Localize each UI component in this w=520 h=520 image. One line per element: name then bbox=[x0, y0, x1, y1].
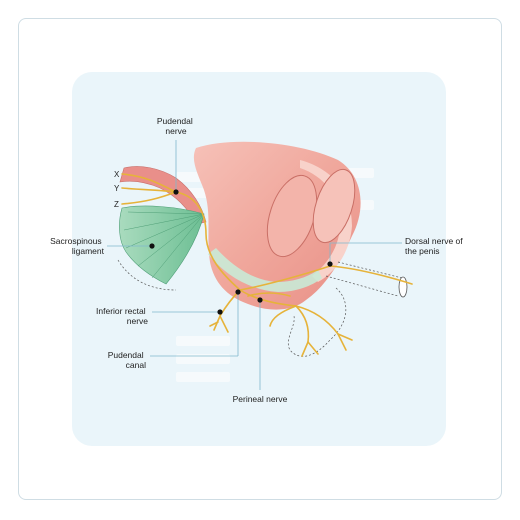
penis-shaft-outline bbox=[325, 261, 403, 297]
label-perineal-nerve: Perineal nerve bbox=[233, 394, 288, 404]
label-branch-z: Z bbox=[114, 200, 119, 209]
pudendal-nerve-trunk bbox=[175, 191, 241, 291]
dashed-outline-left bbox=[117, 259, 177, 291]
leader-lines bbox=[107, 140, 402, 390]
perineal-nerve bbox=[239, 289, 297, 307]
inferior-rectal-branch-3 bbox=[209, 321, 219, 327]
obturator-foramen-right bbox=[312, 168, 356, 244]
branch-x-nerve bbox=[121, 173, 177, 193]
branch-y-nerve bbox=[121, 187, 177, 193]
perineal-branch-7 bbox=[269, 305, 297, 327]
label-pudendal-canal: Pudendal canal bbox=[108, 350, 146, 370]
perineal-branch-2 bbox=[301, 341, 309, 357]
dashed-outline-bottom bbox=[288, 287, 347, 357]
perineal-branch-1 bbox=[295, 305, 310, 343]
inferior-rectal-branch-2 bbox=[219, 315, 229, 333]
label-dots bbox=[149, 189, 333, 315]
dot-inferior-rectal-nerve bbox=[217, 309, 223, 315]
dot-dorsal-nerve bbox=[327, 261, 333, 267]
dot-pudendal-canal bbox=[235, 289, 241, 295]
perineal-branch-6 bbox=[337, 333, 347, 351]
label-dorsal-nerve: Dorsal nerve of the penis bbox=[405, 236, 465, 256]
perineal-branch-3 bbox=[307, 341, 319, 355]
label-sacrospinous-ligament: Sacrospinous ligament bbox=[50, 236, 105, 256]
pudendal-canal bbox=[208, 248, 322, 292]
branch-z-nerve bbox=[121, 191, 177, 205]
label-branch-y: Y bbox=[114, 184, 120, 193]
ligament-fibers bbox=[123, 211, 205, 279]
dot-pudendal-nerve bbox=[173, 189, 179, 195]
perineal-branch-4 bbox=[295, 305, 339, 335]
label-pudendal-nerve: Pudendal nerve bbox=[157, 116, 195, 136]
perineal-branch-8 bbox=[247, 292, 291, 297]
perineal-branch-5 bbox=[337, 333, 353, 341]
label-branch-x: X bbox=[114, 170, 120, 179]
sacrospinous-ligament bbox=[119, 205, 205, 285]
label-inferior-rectal-nerve: Inferior rectal nerve bbox=[96, 306, 148, 326]
dot-sacrospinous-ligament bbox=[149, 243, 155, 249]
dot-perineal-nerve bbox=[257, 297, 263, 303]
